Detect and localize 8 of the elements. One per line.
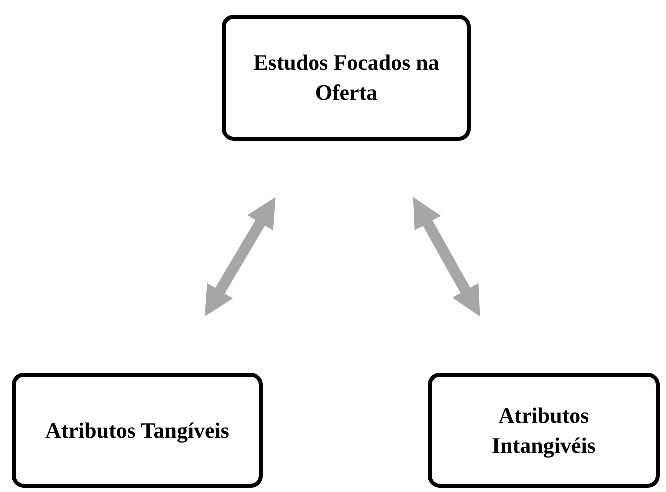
text-box bbox=[12, 373, 263, 488]
box-label: Atributos Intangivéis bbox=[491, 402, 597, 460]
double-arrow bbox=[413, 197, 480, 317]
double-arrow bbox=[204, 197, 276, 317]
text-box bbox=[222, 15, 471, 141]
box-label: Atributos Tangíveis bbox=[46, 416, 230, 445]
text-box bbox=[428, 373, 660, 488]
box-label: Estudos Focados na Oferta bbox=[252, 49, 440, 107]
